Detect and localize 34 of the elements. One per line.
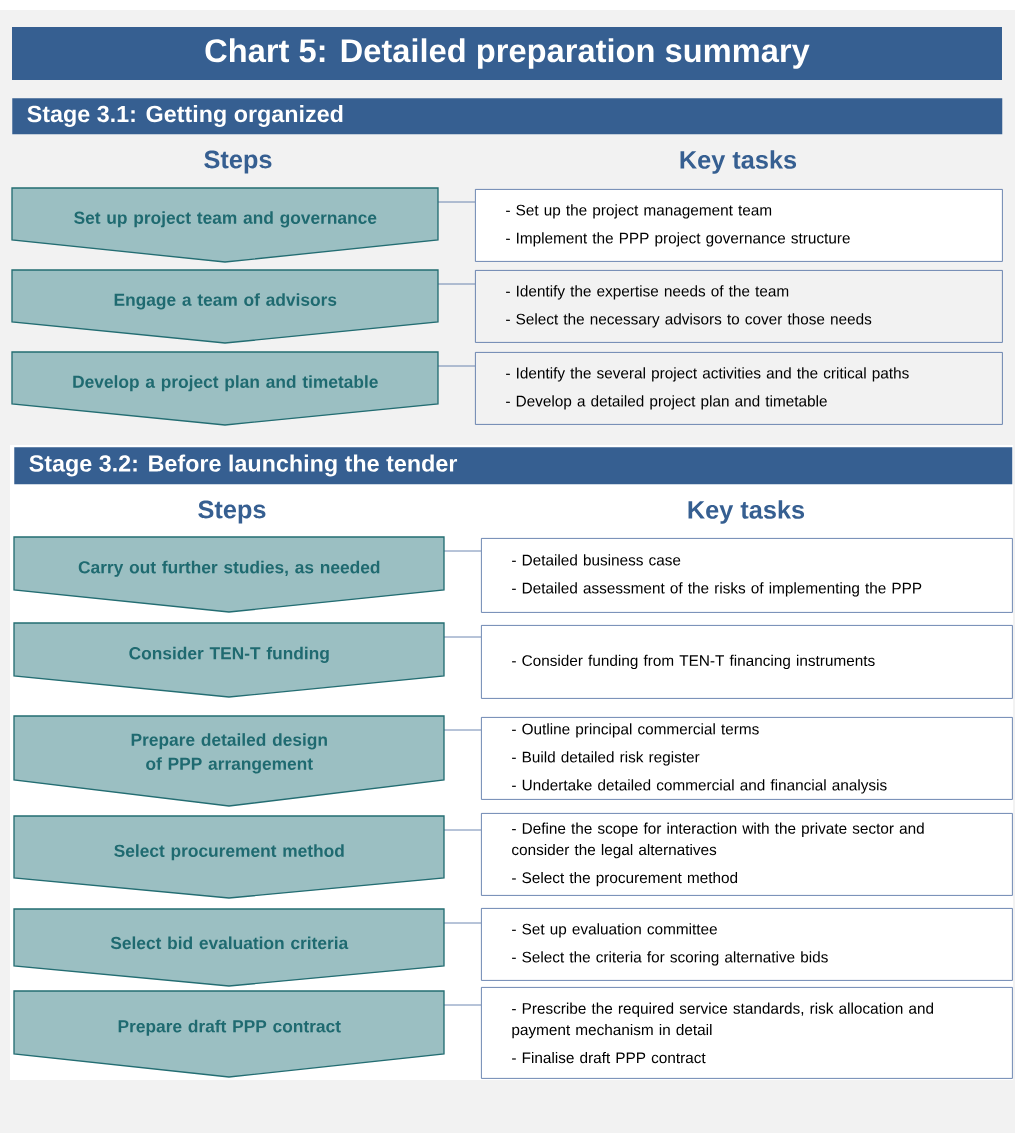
connector-line [443, 1004, 482, 1006]
column-heading: Key tasks [688, 500, 805, 524]
connector-line [437, 283, 476, 285]
stage-banner: Stage 3.1: Getting organized [12, 98, 1003, 135]
step-box: Develop a project plan and timetable [11, 351, 439, 426]
task-box: - Identify the several project activities and the critical paths - Develop a detailed project plan and timetable [475, 352, 1003, 425]
step-box: Carry out further studies, as needed [13, 536, 445, 613]
step-box: Prepare draft PPP contract [13, 990, 445, 1078]
task-box: - Detailed business case - Detailed assessment of the risks of implementing the PPP [481, 538, 1013, 613]
connector-line [443, 922, 482, 924]
connector-line [443, 550, 482, 552]
column-heading: Key tasks [680, 150, 797, 174]
task-box: - Consider funding from TEN-T financing instruments [481, 625, 1013, 699]
column-heading: Steps [204, 150, 272, 174]
step-box: Set up project team and governance [11, 187, 439, 263]
connector-line [437, 201, 476, 203]
connector-line [443, 636, 482, 638]
connector-line [437, 365, 476, 367]
step-box: Engage a team of advisors [11, 269, 439, 344]
task-box: - Set up the project management team - Implement the PPP project governance structure [475, 189, 1003, 262]
task-box: - Identify the expertise needs of the team - Select the necessary advisors to cover those needs [475, 270, 1003, 343]
task-box: - Set up evaluation committee - Select the criteria for scoring alternative bids [481, 908, 1013, 981]
connector-line [443, 729, 482, 731]
step-box: Consider TEN-T funding [13, 622, 445, 698]
task-box: - Define the scope for interaction with the private sector and consider the legal alternatives - Select the procurement method [481, 813, 1013, 896]
step-box: Select bid evaluation criteria [13, 908, 445, 987]
step-box: Prepare detailed design of PPP arrangement [13, 715, 445, 807]
task-box: - Outline principal commercial terms - Build detailed risk register - Undertake detailed commercial and financial analysis [481, 717, 1013, 800]
task-box: - Prescribe the required service standards, risk allocation and payment mechanism in detail - Finalise draft PPP contract [481, 987, 1013, 1079]
column-heading: Steps [198, 500, 266, 524]
stage-banner: Stage 3.2: Before launching the tender [14, 447, 1013, 485]
title-banner: Chart 5: Detailed preparation summary [12, 27, 1002, 80]
connector-line [443, 829, 482, 831]
step-box: Select procurement method [13, 815, 445, 899]
